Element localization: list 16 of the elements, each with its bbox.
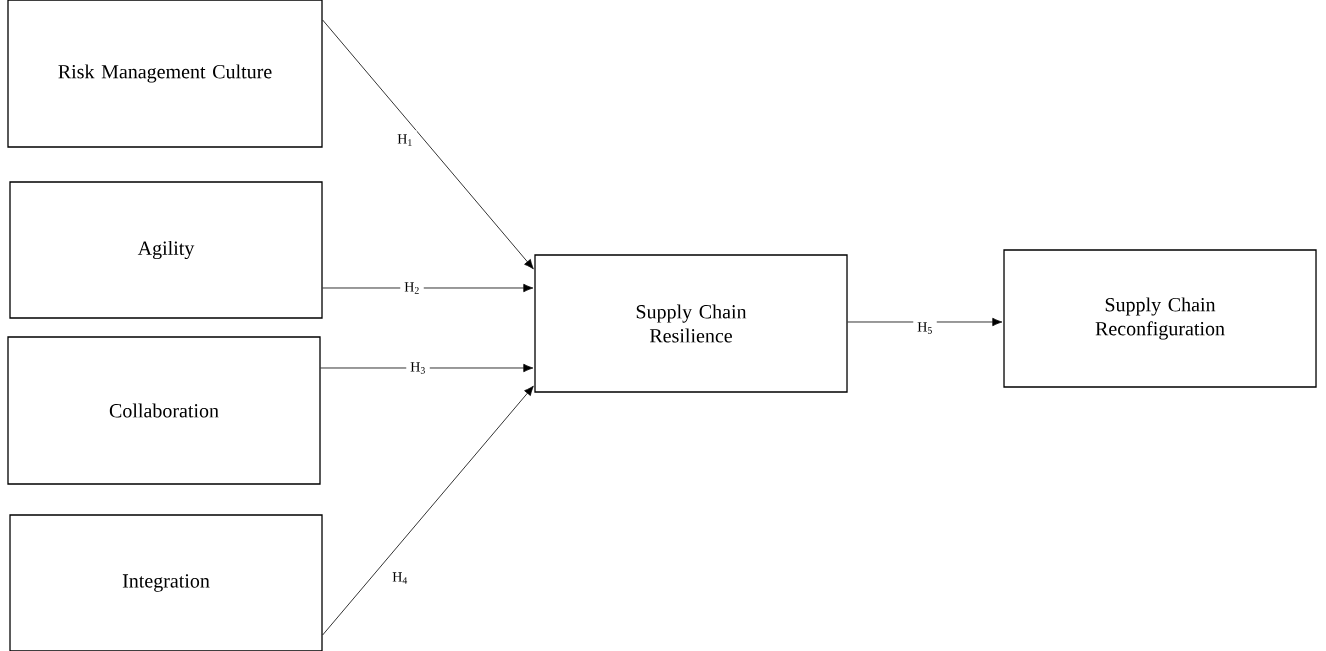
- edge-label: H$_{3}$: [406, 358, 430, 378]
- arrow: [322, 19, 534, 270]
- arrow: [322, 283, 534, 293]
- arrow: [320, 363, 534, 373]
- arrow: [847, 317, 1003, 327]
- concept-box: Integration: [9, 514, 323, 651]
- edge-label: H$_{4}$: [388, 568, 412, 588]
- concept-box: Supply Chain Reconfiguration: [1003, 249, 1317, 388]
- concept-box: Risk Management Culture: [7, 0, 323, 148]
- edge-label: H$_{2}$: [400, 278, 424, 298]
- arrow: [322, 385, 534, 636]
- concept-box: Collaboration: [7, 336, 321, 485]
- edge-label: H$_{1}$: [393, 130, 417, 150]
- concept-box: Supply Chain Resilience: [534, 254, 848, 393]
- edge-label: H$_{5}$: [913, 318, 937, 338]
- concept-box: Agility: [9, 181, 323, 319]
